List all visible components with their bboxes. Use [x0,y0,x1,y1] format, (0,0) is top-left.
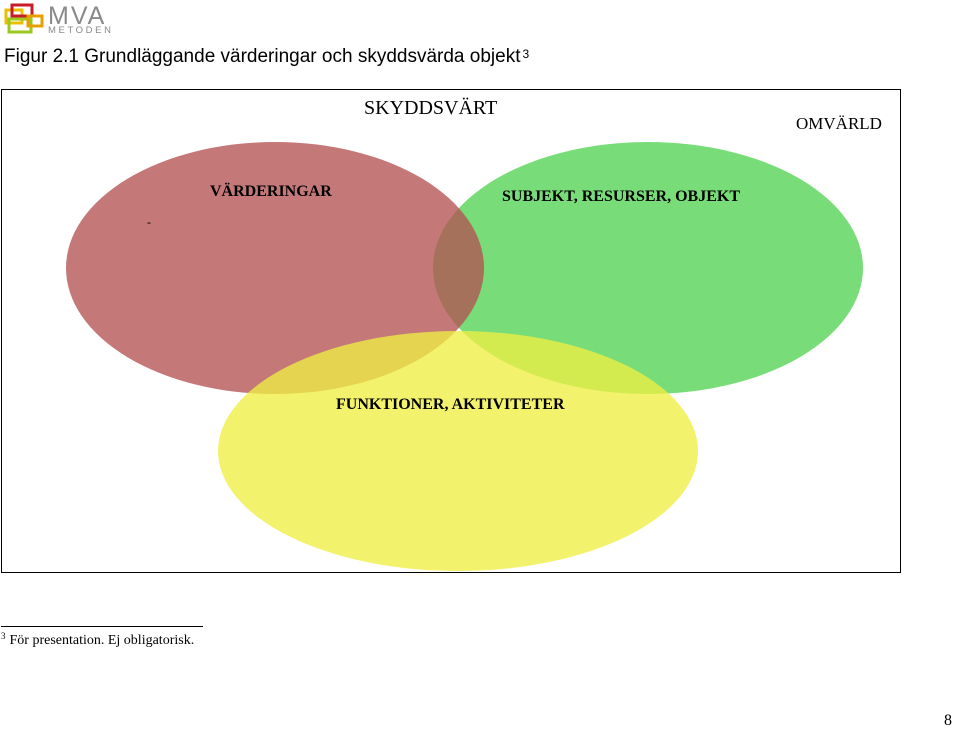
varderingar-label: VÄRDERINGAR [210,183,332,200]
diagram-frame: SKYDDSVÄRT OMVÄRLD VÄRDERINGAR SUBJEKT, … [1,89,901,573]
funktioner-label: FUNKTIONER, AKTIVITETER [336,396,565,413]
stray-mark: - [147,215,151,229]
skyddsvart-label: SKYDDSVÄRT [364,97,498,119]
subjekt-label: SUBJEKT, RESURSER, OBJEKT [502,188,740,205]
ellipse-funktioner [218,331,698,571]
logo-subtext: METODEN [48,25,114,36]
footnote-marker: 3 [1,631,6,641]
footnote-reference: 3 [522,47,530,61]
mva-logo-icon [4,3,44,34]
footnote-divider [1,626,203,627]
logo-text: MVA [48,2,107,30]
mva-logo: MVA METODEN [4,2,116,36]
figure-title-text: Figur 2.1 Grundläggande värderingar och … [4,46,521,67]
ellipse-varderingar [66,142,484,394]
ellipse-subjekt [433,142,863,394]
page-number: 8 [944,712,952,729]
omvarld-label: OMVÄRLD [796,114,882,133]
figure-title: Figur 2.1 Grundläggande värderingar och … [4,45,529,69]
footnote-text: För presentation. Ej obligatorisk. [9,633,195,648]
venn-diagram [66,142,863,571]
